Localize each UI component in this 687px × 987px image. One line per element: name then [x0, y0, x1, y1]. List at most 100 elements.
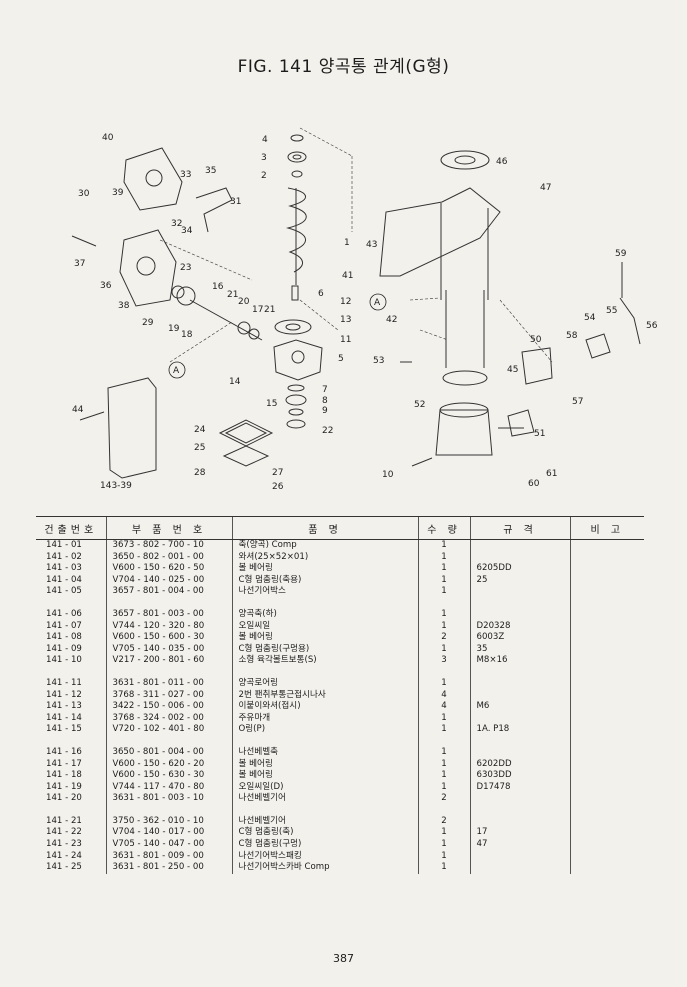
spacer-cell: [569, 735, 644, 747]
callout: 33: [180, 170, 191, 180]
specification-cell: 6003Z: [469, 632, 570, 644]
callout: 60: [528, 479, 540, 489]
callout: 13: [340, 315, 351, 325]
callout: 54: [584, 313, 596, 323]
part-name-cell: 나선베벨기어: [231, 815, 418, 828]
callout: 40: [102, 133, 114, 143]
callout: 3: [261, 153, 267, 163]
illustration-no-cell: 141 - 04: [46, 574, 82, 585]
illustration-no-cell: 141 - 08: [46, 632, 82, 643]
remarks-cell: [569, 850, 644, 863]
part-number-cell: 3422 - 150 - 006 - 00: [105, 701, 232, 713]
part-number-cell: 3750 - 362 - 010 - 10: [105, 815, 232, 828]
part-number-cell: V705 - 140 - 035 - 00: [105, 643, 232, 656]
specification-cell: [469, 689, 570, 702]
spacer-cell: [569, 666, 644, 678]
callout: 15: [266, 399, 277, 409]
remarks-cell: [569, 539, 644, 552]
group-spacer-row: [36, 597, 644, 609]
spacer-cell: [36, 598, 106, 609]
quantity-cell: 3: [417, 655, 470, 667]
illustration-no-cell: 141 - 02: [46, 551, 82, 562]
part-name-cell: 볼 베어링: [231, 758, 418, 771]
remarks-cell: [569, 701, 644, 713]
part-number-cell: V704 - 140 - 025 - 00: [105, 574, 232, 587]
illustration-no-cell: 141 - 10: [46, 655, 82, 666]
specification-cell: 6205DD: [469, 563, 570, 575]
quantity-cell: 2: [417, 632, 470, 644]
illustration-no-cell: 141 - 09: [46, 643, 82, 654]
quantity-cell: 4: [417, 701, 470, 713]
illustration-no-cell: 141 - 05: [46, 586, 82, 597]
specification-cell: D20328: [469, 620, 570, 633]
callout: 8: [322, 396, 328, 406]
illustration-no-cell: 141 - 23: [46, 839, 82, 850]
specification-cell: [469, 677, 570, 690]
quantity-cell: 1: [417, 724, 470, 736]
remarks-cell: [569, 620, 644, 633]
callout: 35: [205, 166, 216, 176]
spacer-cell: [469, 666, 570, 678]
callout: 46: [496, 157, 508, 167]
callout: A: [374, 298, 381, 308]
header-quantity: 수 량: [417, 516, 470, 540]
specification-cell: [469, 539, 570, 552]
quantity-cell: 1: [417, 539, 470, 552]
exploded-parts-diagram: 1 2 3 4 5 6 7 8 9 10 11 12 13 14 15 16 1…: [71, 127, 658, 492]
callout: 22: [322, 426, 333, 436]
part-number-cell: 3650 - 801 - 004 - 00: [105, 746, 232, 759]
callout: 31: [230, 197, 241, 207]
remarks-cell: [569, 689, 644, 702]
part-number-cell: V705 - 140 - 047 - 00: [105, 839, 232, 851]
illustration-no-cell: 141 - 22: [46, 827, 82, 838]
callout: 28: [194, 468, 206, 478]
diagram-hidden-lines: [159, 127, 553, 363]
callout: 36: [100, 281, 112, 291]
quantity-cell: 1: [417, 586, 470, 598]
part-number-cell: 3657 - 801 - 004 - 00: [105, 586, 232, 598]
part-name-cell: 양곡로어링: [231, 677, 418, 690]
callout: 38: [118, 301, 130, 311]
illustration-no-cell: 141 - 18: [46, 770, 82, 781]
remarks-cell: [569, 827, 644, 840]
illustration-no-cell: 141 - 16: [46, 746, 82, 757]
remarks-cell: [569, 724, 644, 736]
remarks-cell: [569, 551, 644, 564]
illustration-no-cell: 141 - 03: [46, 563, 82, 574]
part-number-cell: 3631 - 801 - 009 - 00: [105, 850, 232, 863]
spacer-cell: [231, 597, 418, 609]
callout: 25: [194, 443, 205, 453]
callout: 12: [340, 297, 351, 307]
callout: 18: [181, 330, 193, 340]
spacer-cell: [569, 804, 644, 816]
specification-cell: 1A. P18: [469, 724, 570, 736]
spacer-cell: [417, 804, 470, 816]
specification-cell: [469, 793, 570, 805]
part-name-cell: 볼 베어링: [231, 632, 418, 644]
callout: 47: [540, 183, 551, 193]
callout: A: [173, 366, 180, 376]
specification-cell: 17: [469, 827, 570, 840]
specification-cell: [469, 746, 570, 759]
group-spacer-row: [36, 666, 644, 678]
specification-cell: M6: [469, 701, 570, 713]
spacer-cell: [231, 735, 418, 747]
specification-cell: [469, 586, 570, 598]
specification-cell: 35: [469, 643, 570, 656]
part-number-cell: 3631 - 801 - 003 - 10: [105, 793, 232, 805]
part-number-cell: 3657 - 801 - 003 - 00: [105, 608, 232, 621]
callout: 11: [340, 335, 351, 345]
quantity-cell: 1: [417, 551, 470, 564]
page-number: 387: [333, 952, 354, 965]
callout: 21: [227, 290, 238, 300]
